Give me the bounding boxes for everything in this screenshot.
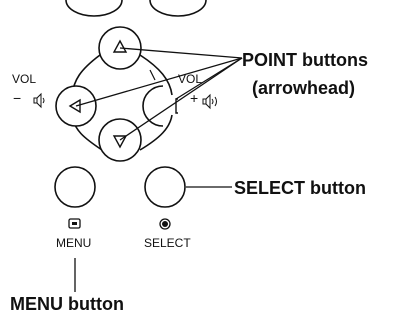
select-button[interactable] (144, 166, 186, 208)
vol-minus-label: VOL (12, 72, 37, 86)
arrow-left-icon (68, 98, 81, 114)
dpad-outline (71, 54, 173, 151)
vol-plus-label: VOL (178, 72, 203, 86)
vol-minus-sign: − (13, 90, 22, 106)
point-buttons-callout-sub: (arrowhead) (252, 78, 356, 98)
speaker-icon (33, 92, 45, 109)
vol-plus-sign: + (190, 90, 199, 106)
top-right-button-partial (149, 0, 207, 17)
menu-label: MENU (56, 236, 92, 250)
select-dot-icon (159, 218, 171, 230)
top-left-button-partial (65, 0, 123, 17)
arrow-down-icon (112, 135, 128, 149)
menu-button-callout: MENU button (10, 294, 124, 314)
select-label: SELECT (144, 236, 191, 250)
dpad-tick (149, 69, 156, 81)
arrow-up-icon (112, 39, 128, 53)
point-buttons-callout: POINT buttons (242, 50, 368, 70)
select-button-callout: SELECT button (234, 178, 366, 198)
menu-square-icon (68, 218, 81, 229)
menu-button[interactable] (54, 166, 96, 208)
point-callout-lines (75, 47, 243, 141)
speaker-icon (202, 93, 217, 110)
right-button[interactable] (142, 85, 178, 127)
